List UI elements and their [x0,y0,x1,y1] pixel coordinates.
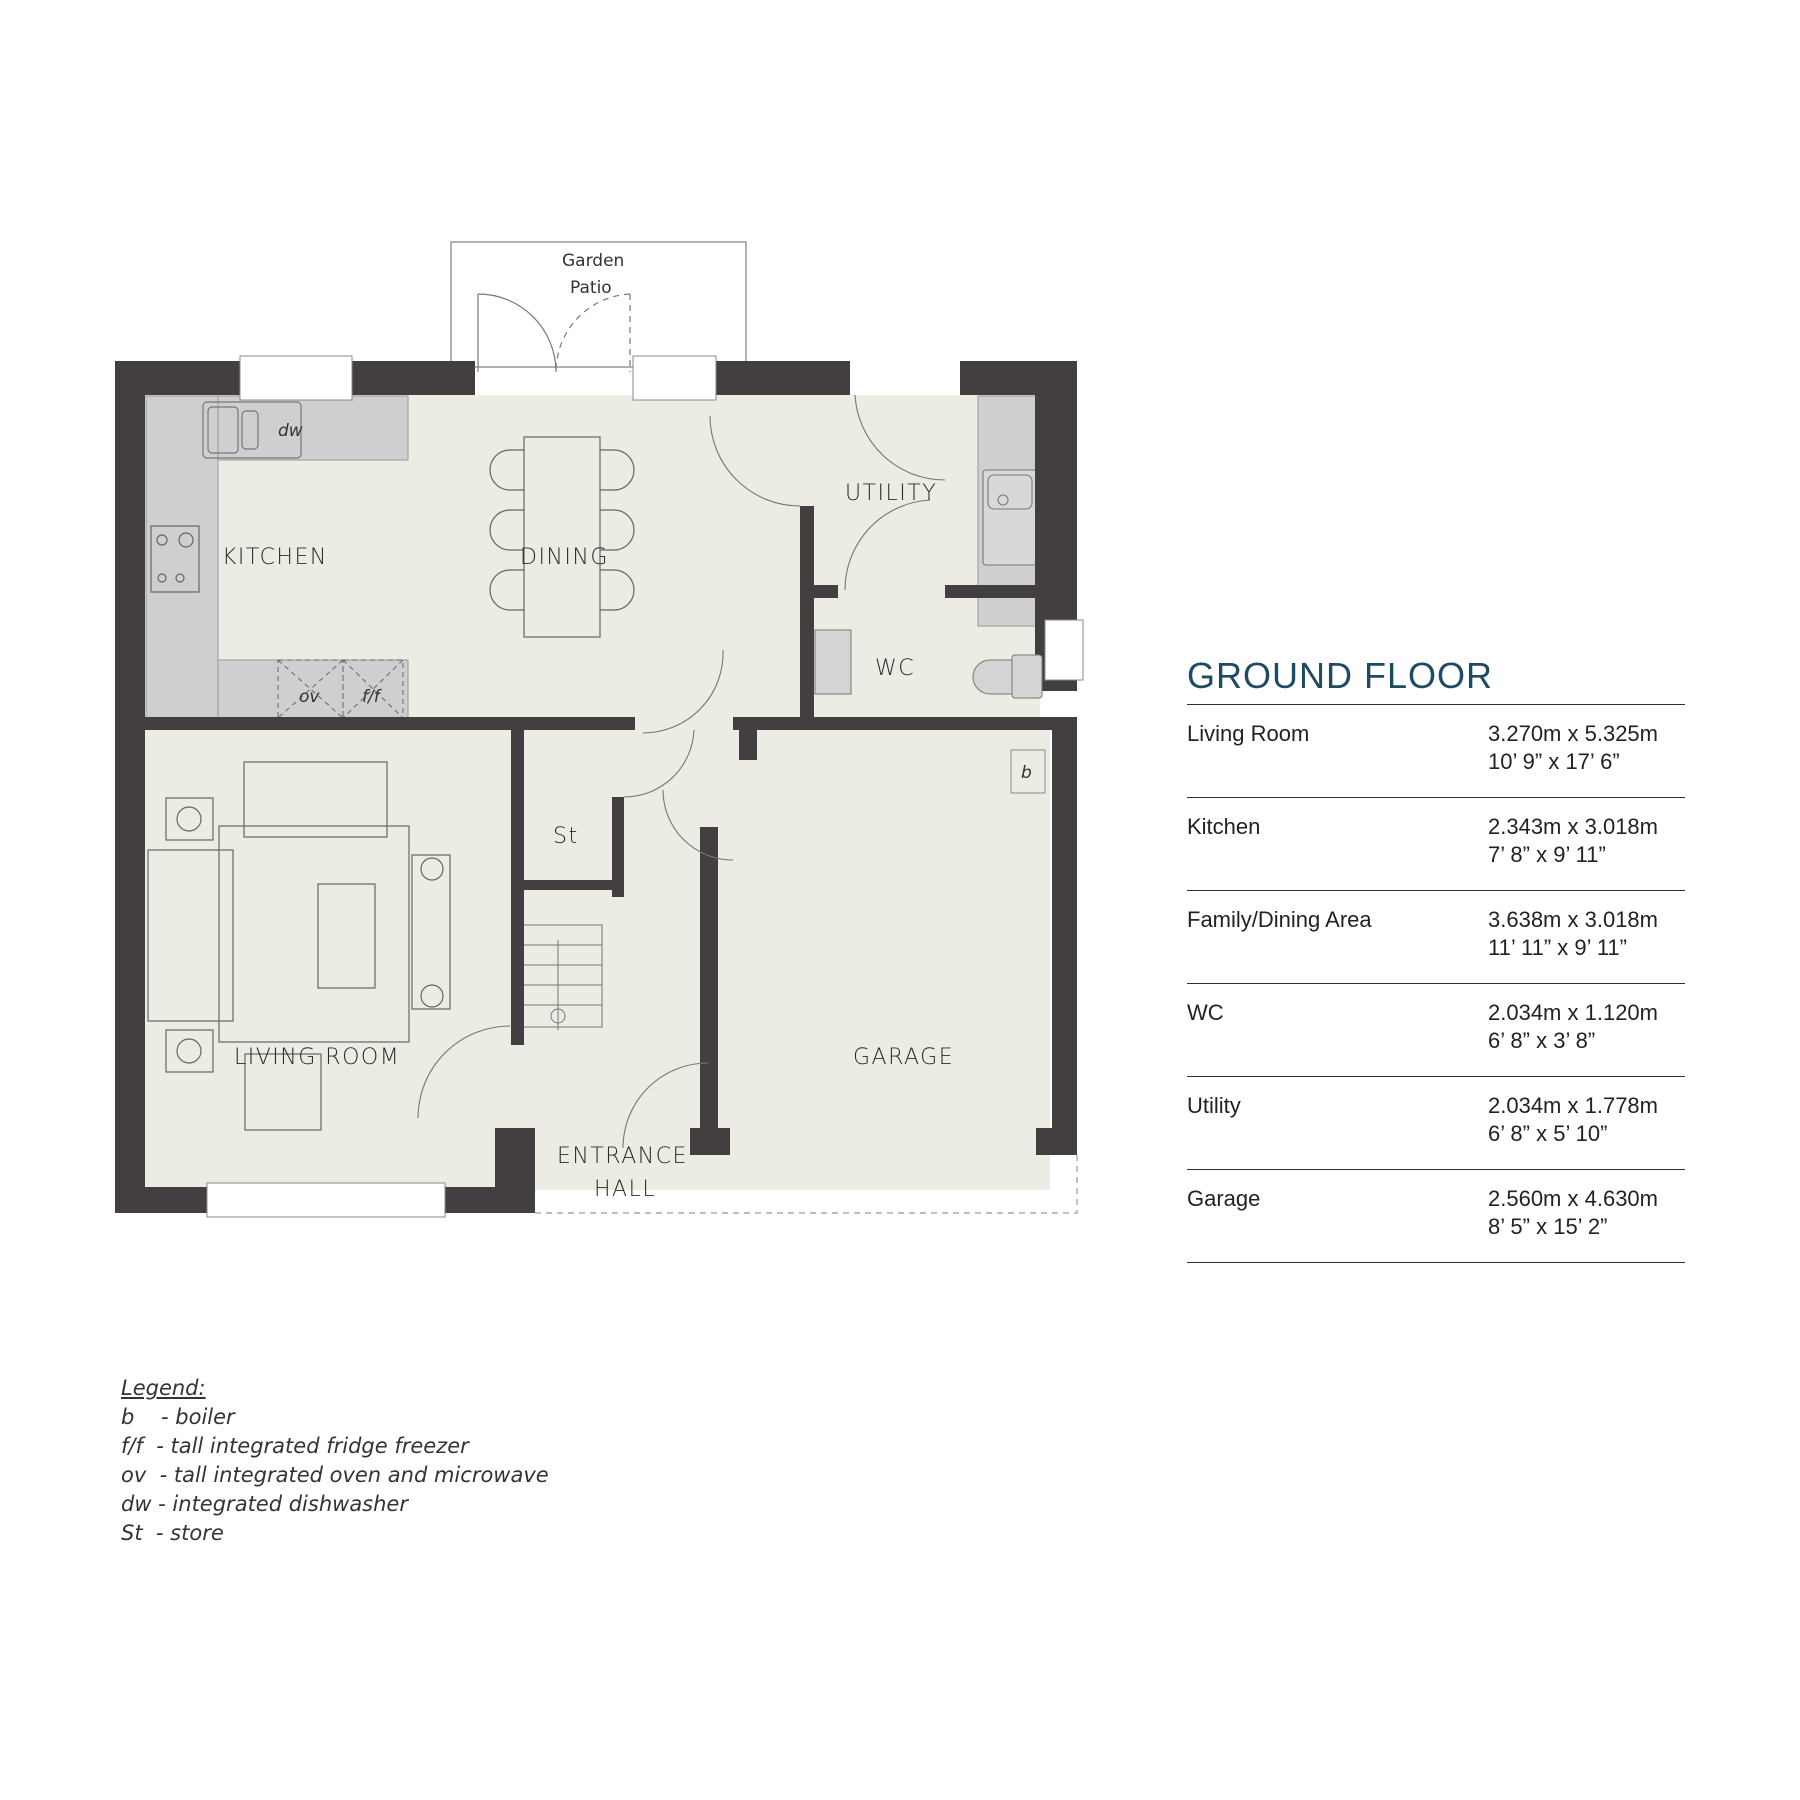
kitchen-label: KITCHEN [222,545,328,570]
imperial-dimensions: 11’ 11” x 9’ 11” [1488,935,1627,960]
room-name: Kitchen [1187,814,1261,839]
garage-label: GARAGE [853,1045,954,1070]
room-name: Living Room [1187,721,1310,746]
dimension-row: Utility 2.034m x 1.778m 6’ 8” x 5’ 10” [1187,1076,1685,1169]
patio-label-1: Garden [562,251,624,271]
oven-label: ov [299,687,320,707]
boiler-label: b [1021,763,1032,783]
living-furniture [147,761,451,1131]
dining-table [489,436,635,638]
boiler [1010,749,1046,794]
entrance-hall-label-2: HALL [594,1177,656,1202]
store-label: St [553,824,579,849]
room-name: WC [1187,1000,1224,1025]
dimension-row: Living Room 3.270m x 5.325m 10’ 9” x 17’… [1187,704,1685,797]
kitchen-sink [202,401,302,459]
metric-dimensions: 2.343m x 3.018m [1488,814,1658,839]
dishwasher-label: dw [278,421,303,441]
dimension-row: Family/Dining Area 3.638m x 3.018m 11’ 1… [1187,890,1685,983]
metric-dimensions: 2.560m x 4.630m [1488,1186,1658,1211]
garden-patio-outline [450,241,747,368]
imperial-dimensions: 7’ 8” x 9’ 11” [1488,842,1606,867]
entrance-hall-label-1: ENTRANCE [557,1144,688,1169]
legend-heading: Legend: [121,1376,206,1400]
legend-item: f/f - tall integrated fridge freezer [121,1434,469,1458]
patio-label-2: Patio [570,278,612,298]
legend-item: dw - integrated dishwasher [121,1492,408,1516]
utility-sink [982,469,1038,566]
wc-fixtures [814,629,1043,699]
walls [115,361,1077,1213]
dimension-row: WC 2.034m x 1.120m 6’ 8” x 3’ 8” [1187,983,1685,1076]
metric-dimensions: 2.034m x 1.778m [1488,1093,1658,1118]
room-name: Utility [1187,1093,1241,1118]
windows [206,355,1084,1218]
utility-label: UTILITY [845,481,937,506]
legend-item: b - boiler [121,1405,235,1429]
floor-title: GROUND FLOOR [1187,655,1494,696]
fridge-freezer-label: f/f [362,687,383,707]
floor-area [145,395,1050,1190]
metric-dimensions: 3.638m x 3.018m [1488,907,1658,932]
imperial-dimensions: 6’ 8” x 3’ 8” [1488,1028,1596,1053]
dining-label: DINING [520,545,609,570]
imperial-dimensions: 6’ 8” x 5’ 10” [1488,1121,1608,1146]
room-dimensions-table: Living Room 3.270m x 5.325m 10’ 9” x 17’… [1187,704,1685,1263]
hob [150,525,200,593]
metric-dimensions: 3.270m x 5.325m [1488,721,1658,746]
living-room-label: LIVING ROOM [234,1045,400,1070]
room-name: Garage [1187,1186,1261,1211]
imperial-dimensions: 10’ 9” x 17’ 6” [1488,749,1620,774]
legend-item: ov - tall integrated oven and microwave [121,1463,549,1487]
door-swings [417,394,946,1149]
room-name: Family/Dining Area [1187,907,1372,932]
driveway-outline [535,1155,1078,1214]
legend-item: St - store [121,1521,224,1545]
dimension-row: Kitchen 2.343m x 3.018m 7’ 8” x 9’ 11” [1187,797,1685,890]
dimension-row: Garage 2.560m x 4.630m 8’ 5” x 15’ 2” [1187,1169,1685,1263]
metric-dimensions: 2.034m x 1.120m [1488,1000,1658,1025]
patio-doors [477,293,631,373]
imperial-dimensions: 8’ 5” x 15’ 2” [1488,1214,1608,1239]
wc-label: WC [875,656,915,681]
legend: Legend: b - boiler f/f - tall integrated… [121,1374,549,1548]
